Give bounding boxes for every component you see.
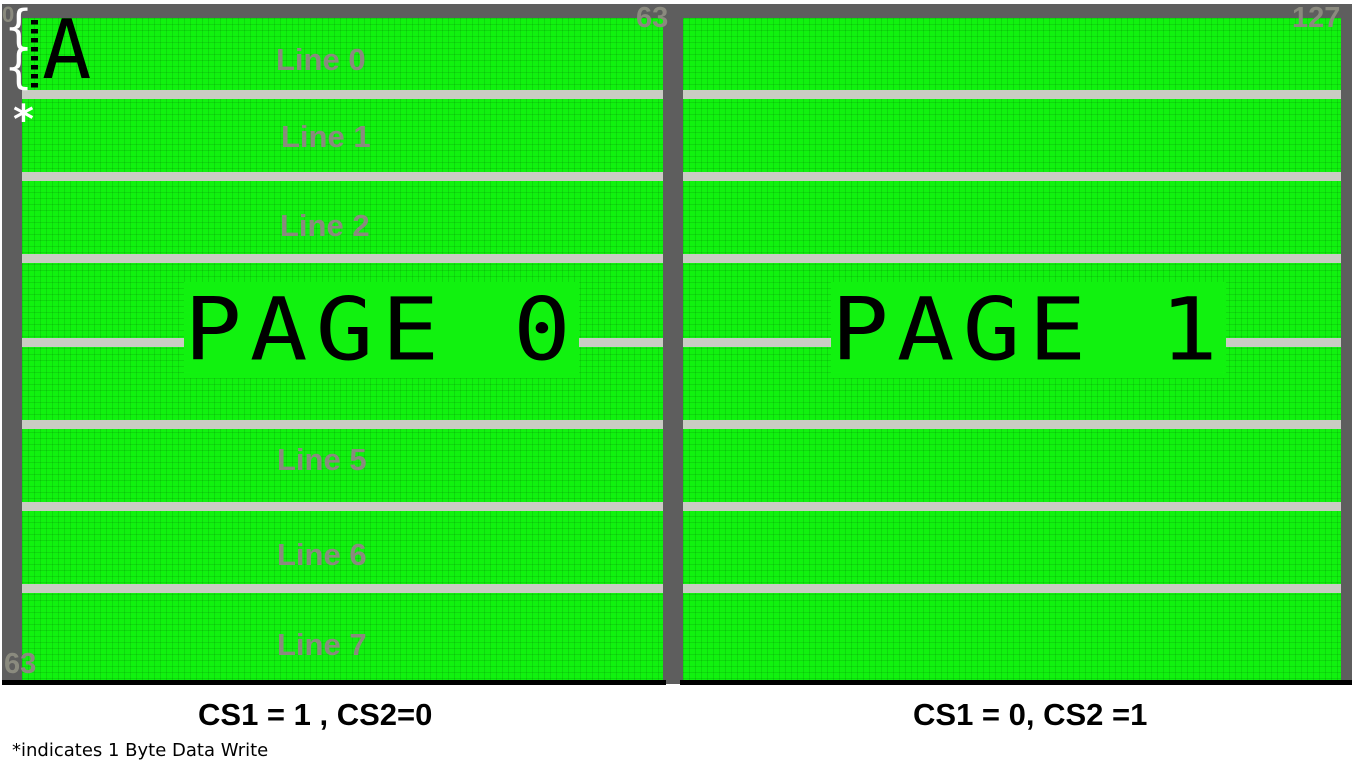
baseline-divider xyxy=(2,680,666,685)
corner-label-top-right: 127 xyxy=(1292,2,1341,34)
character-a: A xyxy=(42,18,92,98)
byte-brace-icon: { xyxy=(4,0,34,54)
line-separator xyxy=(22,90,663,99)
line-5-label: Line 5 xyxy=(277,442,367,477)
right-half-page-1: PAGE 1 xyxy=(683,18,1341,680)
footnote: *indicates 1 Byte Data Write xyxy=(12,740,269,761)
page-1-label: PAGE 1 xyxy=(831,279,1226,381)
write-marker: * xyxy=(13,97,34,143)
line-0-label: Line 0 xyxy=(276,42,366,77)
baseline-divider xyxy=(680,680,1352,685)
page-0-label: PAGE 0 xyxy=(184,279,579,381)
line-separator xyxy=(22,254,663,263)
corner-label-top-left: 0 xyxy=(2,2,15,27)
line-separator xyxy=(683,584,1341,593)
left-half-page-0: A Line 0 Line 1 Line 2 Line 5 Line 6 Lin… xyxy=(22,18,663,680)
corner-label-top-middle: 63 xyxy=(636,2,669,34)
lcd-display: A Line 0 Line 1 Line 2 Line 5 Line 6 Lin… xyxy=(2,0,1352,684)
line-1-label: Line 1 xyxy=(281,119,371,154)
byte-brace-icon: { xyxy=(4,40,34,94)
line-separator xyxy=(683,90,1341,99)
line-separator xyxy=(22,420,663,429)
corner-label-bottom-left: 63 xyxy=(4,648,37,680)
line-7-label: Line 7 xyxy=(277,627,367,662)
line-separator xyxy=(683,502,1341,511)
byte-column-pixels xyxy=(31,20,38,90)
line-separator xyxy=(22,584,663,593)
line-separator xyxy=(683,172,1341,181)
line-6-label: Line 6 xyxy=(277,537,367,572)
line-2-label: Line 2 xyxy=(280,208,370,243)
line-separator xyxy=(683,420,1341,429)
line-separator xyxy=(22,502,663,511)
line-separator xyxy=(683,254,1341,263)
cs-left-caption: CS1 = 1 , CS2=0 xyxy=(198,697,433,732)
line-separator xyxy=(22,172,663,181)
cs-right-caption: CS1 = 0, CS2 =1 xyxy=(913,697,1148,732)
